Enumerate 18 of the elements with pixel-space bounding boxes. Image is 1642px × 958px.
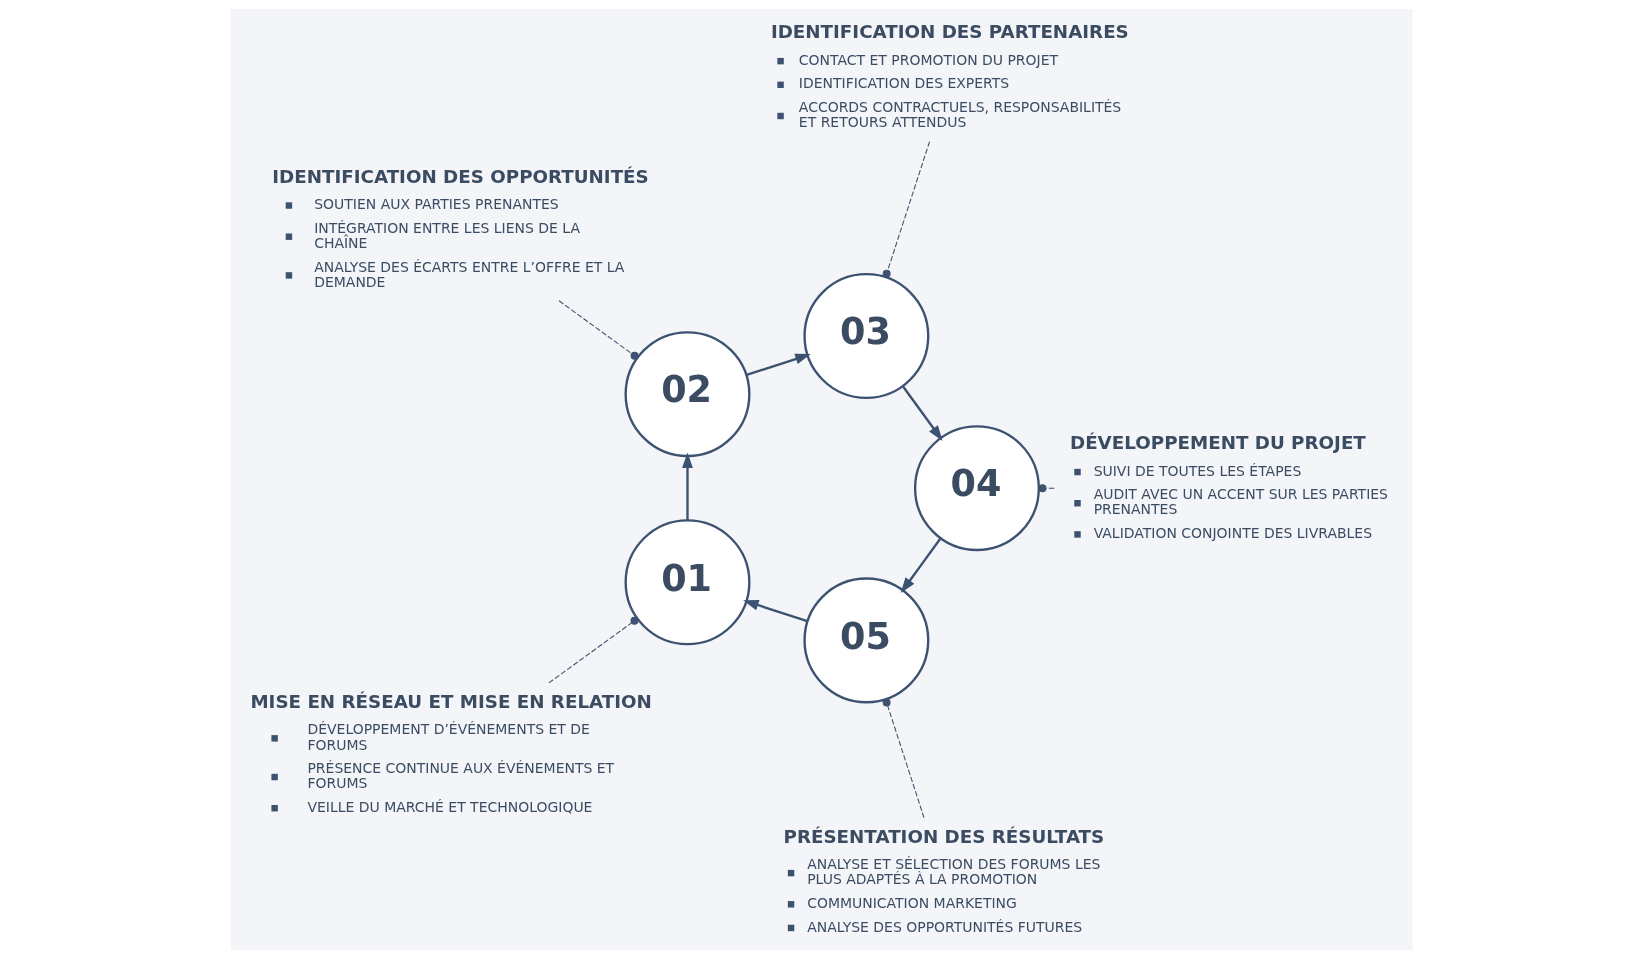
node-text: DÉVELOPPEMENT DU PROJET SUIVI DE TOUTES LES ÉTAPES AUDIT AVEC UN ACCENT SUR LES PARTIES PRENANTES VALIDATION CONJOINTE DES LIVRABLES: [1069, 431, 1388, 541]
connector: [1038, 483, 1055, 492]
arrow: [745, 353, 811, 376]
connector: [547, 616, 638, 683]
connector: [882, 140, 930, 278]
node-circle: 03: [802, 272, 929, 399]
arrow: [742, 599, 808, 622]
node-text: PRÉSENTATION DES RÉSULTATS ANALYSE ET SÉLECTION DES FORUMS LES PLUS ADAPTÉS À LA PROMOTION COMMUNICATION MARKETING ANALYSE DES OPPORTUNITÉS FUTURES: [783, 825, 1104, 935]
arrow: [900, 537, 941, 593]
node-text: IDENTIFICATION DES OPPORTUNITÉS SOUTIEN AUX PARTIES PRENANTES INTÉGRATION ENTRE LES LIENS DE LA CHAÎNE ANALYSE DES ÉCARTS ENTRE L’OFFRE ET LA DEMANDE: [271, 165, 649, 290]
node-text: IDENTIFICATION DES PARTENAIRES CONTACT ET PROMOTION DU PROJET IDENTIFICATION DES EXPERTS ACCORDS CONTRACTUELS, RESPONSABILITÉS ET RETOURS ATTENDUS: [770, 20, 1129, 130]
node-circle: 02: [624, 330, 750, 457]
arrow: [681, 452, 693, 520]
node-text: MISE EN RÉSEAU ET MISE EN RELATION DÉVELOPPEMENT D’ÉVÉNEMENTS ET DE FORUMS PRÉSENCE CONTINUE AUX ÉVÉNEMENTS ET FORUMS VEILLE DU MARCHÉ ET TECHNOLOGIQUE: [249, 690, 652, 815]
connector: [558, 299, 639, 360]
node-circle: 01: [624, 518, 750, 645]
arrow: [901, 385, 943, 441]
connector: [882, 698, 925, 818]
